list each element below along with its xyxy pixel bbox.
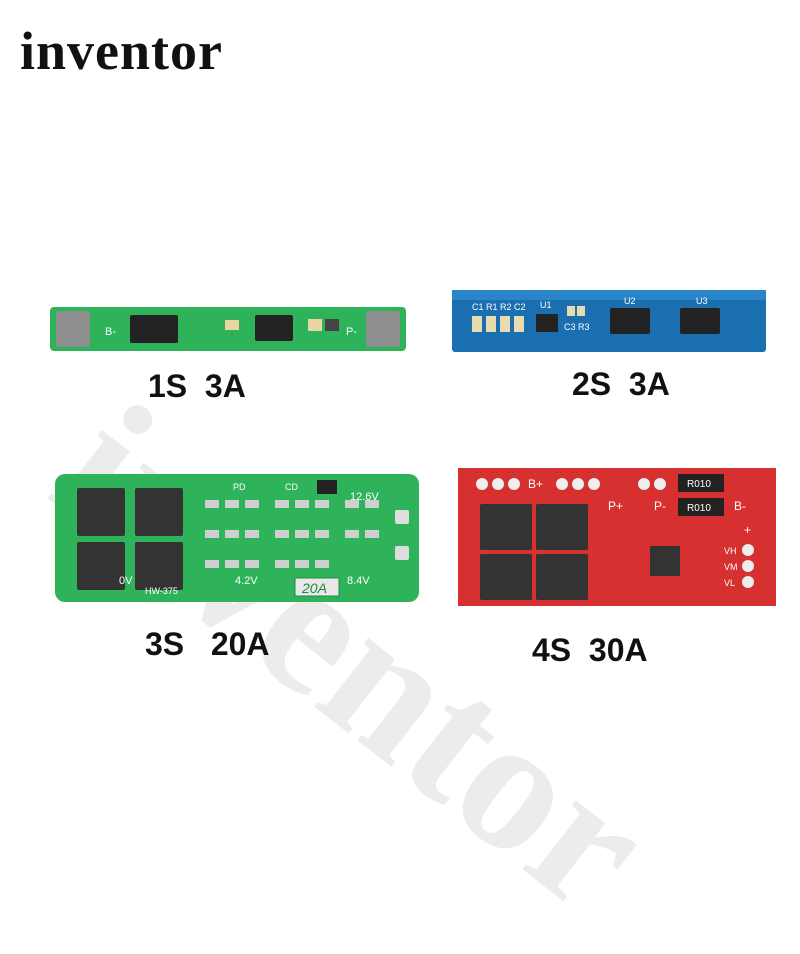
label-b-plus: B+ xyxy=(528,477,543,491)
label-r3: R3 xyxy=(578,322,590,332)
caption-2s-3a: 2S 3A xyxy=(572,366,670,402)
pcb-2s-3a: C1 R1 R2 C2 U1 U2 U3 C3 R3 xyxy=(452,290,766,352)
caption-3s-20a: 3S 20A xyxy=(145,626,270,662)
label-c2: C2 xyxy=(514,302,526,312)
label-vh: VH xyxy=(724,546,737,556)
label-vl: VL xyxy=(724,578,735,588)
label-r010-top: R010 xyxy=(687,479,711,490)
label-0v: 0V xyxy=(119,575,133,587)
label-pd: PD xyxy=(233,482,246,492)
label-8v4: 8.4V xyxy=(347,575,370,587)
label-12v6: 12.6V xyxy=(350,491,379,503)
caption-1s-3a: 1S 3A xyxy=(148,368,246,404)
pcb-3s-20a: 12.6V 4.2V 8.4V 0V HW-375 PD CD 20A xyxy=(55,470,419,604)
label-u1: U1 xyxy=(540,300,552,310)
label-p-minus: P- xyxy=(654,499,666,513)
pcb-4s-30a: B+ P+ P- B- R010 R010 VH VM VL + xyxy=(458,468,776,606)
label-cd: CD xyxy=(285,482,298,492)
label-vm: VM xyxy=(724,562,738,572)
brand-logo-text: inventor xyxy=(20,21,223,81)
label-plus: + xyxy=(744,523,751,537)
label-u3: U3 xyxy=(696,296,708,306)
label-u2: U2 xyxy=(624,296,636,306)
label-p-minus: P- xyxy=(346,326,357,338)
pcb-1s-3a: B- P- xyxy=(50,305,406,353)
label-r1: R1 xyxy=(486,302,498,312)
label-model: HW-375 xyxy=(145,586,178,596)
label-p-plus: P+ xyxy=(608,499,623,513)
label-b-minus: B- xyxy=(734,499,746,513)
label-20a: 20A xyxy=(301,580,327,596)
label-r2: R2 xyxy=(500,302,512,312)
label-b-minus: B- xyxy=(105,326,116,338)
caption-4s-30a: 4S 30A xyxy=(532,632,648,668)
label-c3: C3 xyxy=(564,322,576,332)
label-4v2: 4.2V xyxy=(235,575,258,587)
label-c1: C1 xyxy=(472,302,484,312)
label-r010-bottom: R010 xyxy=(687,503,711,514)
